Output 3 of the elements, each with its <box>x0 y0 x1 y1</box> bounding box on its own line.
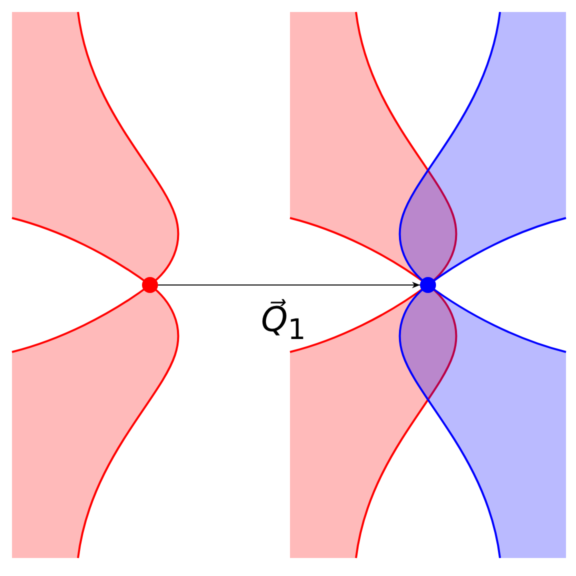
arrow <box>158 282 420 288</box>
point-marker <box>420 277 436 293</box>
point-marker <box>142 277 158 293</box>
